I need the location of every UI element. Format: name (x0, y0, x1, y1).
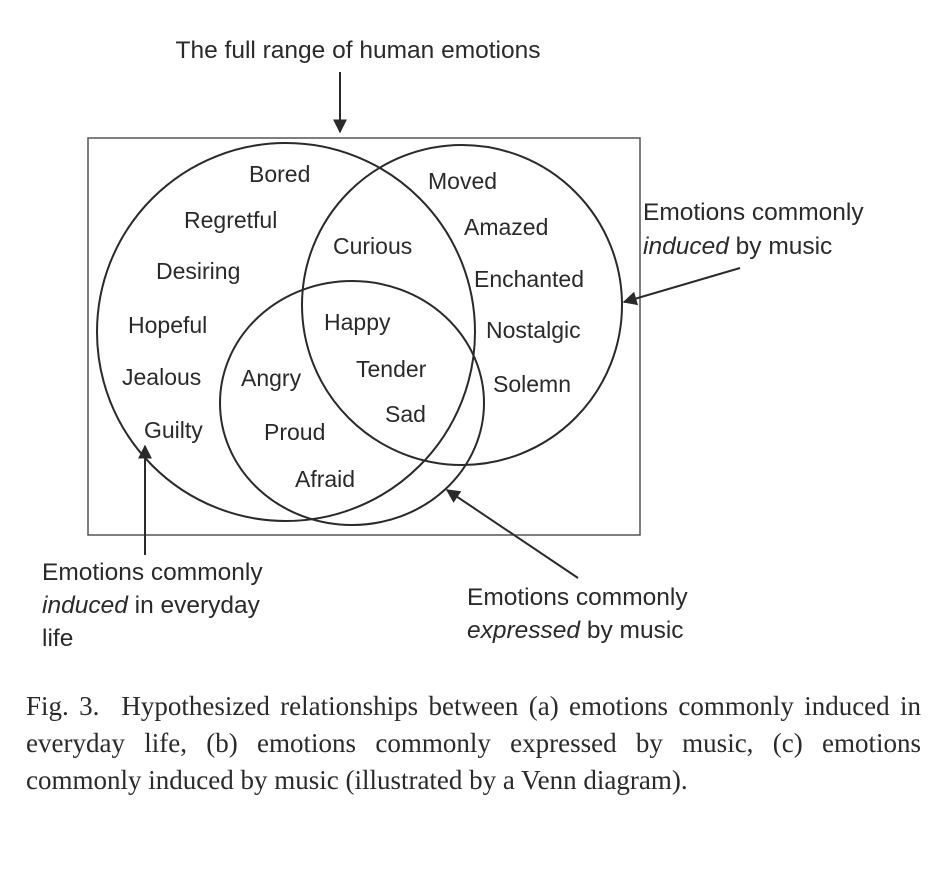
callout-line: Emotions commonly (643, 199, 864, 226)
emotion-label: Sad (385, 401, 426, 427)
callout-line: life (42, 625, 73, 652)
emotion-label: Moved (428, 168, 497, 194)
emotion-label: Solemn (493, 371, 571, 397)
callout-line: in everyday (128, 592, 261, 619)
universe-rectangle (87, 137, 641, 536)
callout-arrow-expressed-music (445, 489, 579, 579)
emotion-label: Hopeful (128, 312, 207, 338)
music-expressed-circle (219, 280, 485, 526)
callout-expressed-by-music: Emotions commonly expressed by music (467, 584, 694, 644)
venn-diagram: The full range of human emotions Bored R… (42, 37, 870, 652)
emotion-label: Bored (249, 161, 310, 187)
everyday-induced-circle (96, 142, 476, 522)
emotion-label: Angry (241, 365, 302, 391)
callout-emphasis: expressed (467, 617, 581, 644)
emotion-labels: Bored Regretful Desiring Hopeful Jealous… (122, 161, 584, 492)
emotion-label: Guilty (144, 417, 203, 443)
emotion-label: Jealous (122, 364, 201, 390)
caption-text: Hypothesized relationships between (a) e… (26, 691, 921, 795)
callout-line: by music (580, 617, 683, 644)
diagram-title: The full range of human emotions (176, 37, 541, 64)
callout-line: Emotions commonly (42, 559, 263, 586)
emotion-label: Afraid (295, 466, 355, 492)
callout-line: Emotions commonly (467, 584, 688, 611)
callout-emphasis: induced (42, 592, 129, 619)
callout-line: by music (729, 233, 832, 260)
figure-caption: Fig. 3.Hypothesized relationships betwee… (26, 688, 921, 799)
callout-arrow-induced-music (622, 267, 741, 306)
emotion-label: Amazed (464, 214, 548, 240)
emotion-label: Nostalgic (486, 317, 581, 343)
figure-label: Fig. 3. (26, 691, 100, 721)
emotion-label: Enchanted (474, 266, 584, 292)
emotion-label: Desiring (156, 258, 240, 284)
callout-emphasis: induced (643, 233, 730, 260)
emotion-label: Happy (324, 309, 391, 335)
emotion-label: Curious (333, 233, 412, 259)
callout-induced-by-music: Emotions commonly induced by music (643, 199, 870, 260)
music-induced-circle (301, 144, 623, 466)
emotion-label: Tender (356, 356, 427, 382)
emotion-label: Regretful (184, 207, 277, 233)
emotion-label: Proud (264, 419, 325, 445)
callout-induced-everyday: Emotions commonly induced in everyday li… (42, 559, 269, 652)
